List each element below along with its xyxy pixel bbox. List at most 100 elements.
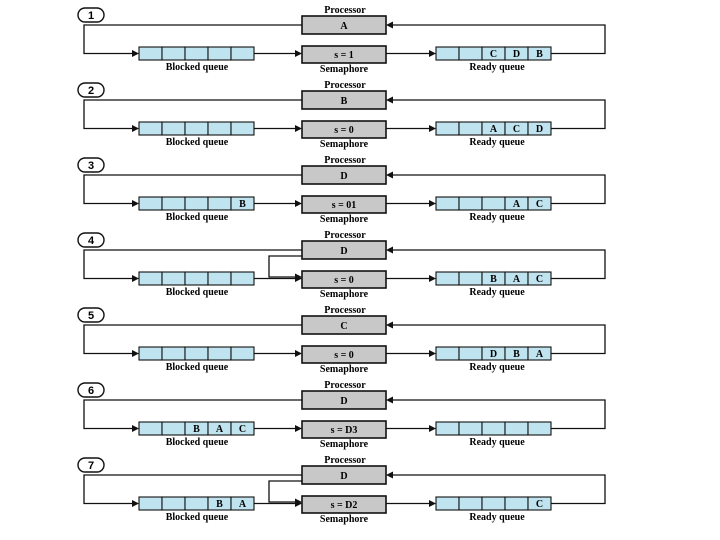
blocked-queue-slot [230, 346, 255, 361]
processor-process: D [340, 171, 347, 182]
ready-queue-slot [504, 496, 529, 511]
arrow-head [132, 50, 139, 57]
arrow-head [429, 125, 436, 132]
wire-processor-to-blocked [83, 249, 302, 280]
processor-process: A [340, 21, 348, 32]
ready-queue-label: Ready queue [469, 362, 525, 373]
semaphore-value: s = 01 [332, 200, 357, 211]
blocked-queue-entry: B [239, 199, 246, 210]
semaphore-value: s = 0 [334, 350, 354, 361]
blocked-queue-entry: A [216, 424, 224, 435]
wire-ready-to-processor [388, 249, 606, 280]
ready-queue-slot [458, 346, 483, 361]
blocked-queue-slot [161, 121, 186, 136]
ready-queue-entry: A [513, 199, 521, 210]
blocked-queue-slot [230, 121, 255, 136]
processor-title: Processor [324, 230, 366, 241]
arrow-head [386, 171, 393, 179]
ready-queue-slot [435, 346, 460, 361]
blocked-queue-slot [138, 346, 163, 361]
ready-queue-entry: C [536, 499, 543, 510]
blocked-queue-slot [161, 46, 186, 61]
semaphore-value: s = 0 [334, 125, 354, 136]
wire-processor-to-blocked [83, 99, 302, 130]
step-number: 3 [88, 160, 94, 172]
blocked-queue-slot [184, 46, 209, 61]
wire-ready-to-processor [388, 324, 606, 355]
blocked-queue-label: Blocked queue [166, 137, 229, 148]
ready-queue-slot [481, 196, 506, 211]
ready-queue-entry: D [490, 349, 497, 360]
ready-queue-label: Ready queue [469, 212, 525, 223]
semaphore-box [301, 270, 387, 289]
ready-queue-slot [481, 496, 506, 511]
processor-process: D [340, 396, 347, 407]
arrow-head [132, 200, 139, 207]
arrow-head [295, 200, 302, 207]
blocked-queue-slot [207, 121, 232, 136]
wire-ready-to-processor [388, 474, 606, 505]
step-number: 5 [88, 310, 94, 322]
wire-processor-to-blocked [83, 24, 302, 55]
blocked-queue-entry: C [239, 424, 246, 435]
step-badge [77, 157, 105, 173]
semaphore-value: s = D2 [331, 500, 358, 511]
step-number: 7 [88, 460, 94, 472]
arrow-head [295, 50, 302, 57]
semaphore-label: Semaphore [320, 364, 369, 375]
wire-processor-to-blocked [83, 174, 302, 205]
wire-processor-to-blocked [83, 324, 302, 355]
blocked-queue-slot [138, 421, 163, 436]
ready-queue-entry: B [513, 349, 520, 360]
blocked-queue-slot [161, 421, 186, 436]
wire-processor-to-blocked [83, 399, 302, 430]
step-number: 4 [88, 235, 95, 247]
blocked-queue-label: Blocked queue [166, 437, 229, 448]
blocked-queue-label: Blocked queue [166, 287, 229, 298]
step-number: 2 [88, 85, 94, 97]
ready-queue-entry: A [536, 349, 544, 360]
processor-title: Processor [324, 80, 366, 91]
semaphore-label: Semaphore [320, 514, 369, 525]
semaphore-label: Semaphore [320, 139, 369, 150]
semaphore-box [301, 120, 387, 139]
semaphore-label: Semaphore [320, 64, 369, 75]
arrow-head [132, 425, 139, 432]
arrow-head [429, 200, 436, 207]
step-badge [77, 7, 105, 23]
arrow-head [386, 96, 393, 104]
ready-queue-slot [458, 496, 483, 511]
ready-queue-slot [458, 46, 483, 61]
processor-title: Processor [324, 155, 366, 166]
ready-queue-entry: A [513, 274, 521, 285]
blocked-queue-slot [161, 196, 186, 211]
semaphore-box [301, 420, 387, 439]
arrow-head [295, 350, 302, 357]
processor-process: D [340, 246, 347, 257]
step-badge [77, 307, 105, 323]
processor-title: Processor [324, 305, 366, 316]
ready-queue-entry: B [490, 274, 497, 285]
arrow-head [295, 498, 302, 506]
ready-queue-label: Ready queue [469, 137, 525, 148]
blocked-queue-slot [184, 346, 209, 361]
arrow-head [429, 275, 436, 282]
arrow-head [132, 350, 139, 357]
blocked-queue-slot [184, 121, 209, 136]
processor-process: C [340, 321, 347, 332]
step-badge [77, 382, 105, 398]
ready-queue-slot [458, 121, 483, 136]
blocked-queue-entry: A [239, 499, 247, 510]
processor-process: B [341, 96, 348, 107]
ready-queue-entry: D [536, 124, 543, 135]
arrow-head [429, 500, 436, 507]
ready-queue-slot [458, 196, 483, 211]
ready-queue-label: Ready queue [469, 287, 525, 298]
semaphore-label: Semaphore [320, 439, 369, 450]
arrow-head [386, 246, 393, 254]
blocked-queue-slot [138, 46, 163, 61]
